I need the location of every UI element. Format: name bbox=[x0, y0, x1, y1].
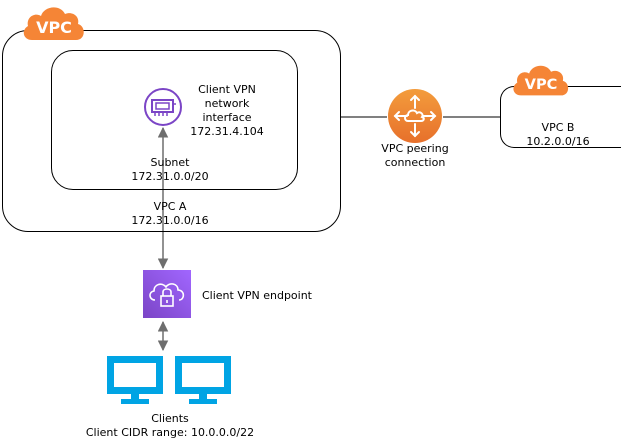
subnet-label-line2: 172.31.0.0/20 bbox=[131, 170, 209, 183]
subnet-label-line1: Subnet bbox=[150, 156, 190, 169]
subnet-label: Subnet 172.31.0.0/20 bbox=[120, 156, 220, 184]
vpc-a-label: VPC A 172.31.0.0/16 bbox=[120, 200, 220, 228]
peering-label-line1: VPC peering bbox=[381, 142, 449, 155]
eni-label-line4: 172.31.4.104 bbox=[190, 125, 264, 138]
vpc-b-badge-text: VPC bbox=[525, 76, 558, 93]
vpc-cloud-icon: VPC bbox=[513, 65, 569, 96]
network-interface-icon bbox=[144, 88, 182, 126]
vpc-a-label-line1: VPC A bbox=[153, 200, 187, 213]
eni-label-line1: Client VPN bbox=[198, 83, 256, 96]
endpoint-label: Client VPN endpoint bbox=[202, 289, 312, 302]
vpc-b-label: VPC B 10.2.0.0/16 bbox=[508, 121, 608, 149]
vpc-b-label-line1: VPC B bbox=[541, 121, 575, 134]
clients-label-line2: Client CIDR range: 10.0.0.0/22 bbox=[85, 426, 255, 439]
vpc-a-badge-text: VPC bbox=[36, 18, 72, 37]
monitor-icon bbox=[107, 356, 163, 404]
vpc-b-label-line2: 10.2.0.0/16 bbox=[526, 135, 590, 148]
eni-label-line3: interface bbox=[202, 111, 252, 124]
monitor-icon bbox=[175, 356, 231, 404]
peering-router-icon bbox=[388, 89, 442, 143]
vpc-a-container bbox=[2, 30, 341, 232]
peering-label: VPC peering connection bbox=[365, 142, 465, 170]
client-vpn-endpoint-icon bbox=[143, 270, 191, 318]
vpc-cloud-icon: VPC bbox=[23, 7, 84, 41]
peering-label-line2: connection bbox=[384, 156, 446, 169]
eni-label: Client VPN network interface 172.31.4.10… bbox=[186, 83, 268, 139]
eni-label-line2: network bbox=[204, 97, 250, 110]
subnet-container bbox=[51, 50, 298, 190]
vpc-a-label-line2: 172.31.0.0/16 bbox=[131, 214, 209, 227]
clients-label: Clients Client CIDR range: 10.0.0.0/22 bbox=[60, 412, 280, 440]
clients-label-line1: Clients bbox=[151, 412, 189, 425]
